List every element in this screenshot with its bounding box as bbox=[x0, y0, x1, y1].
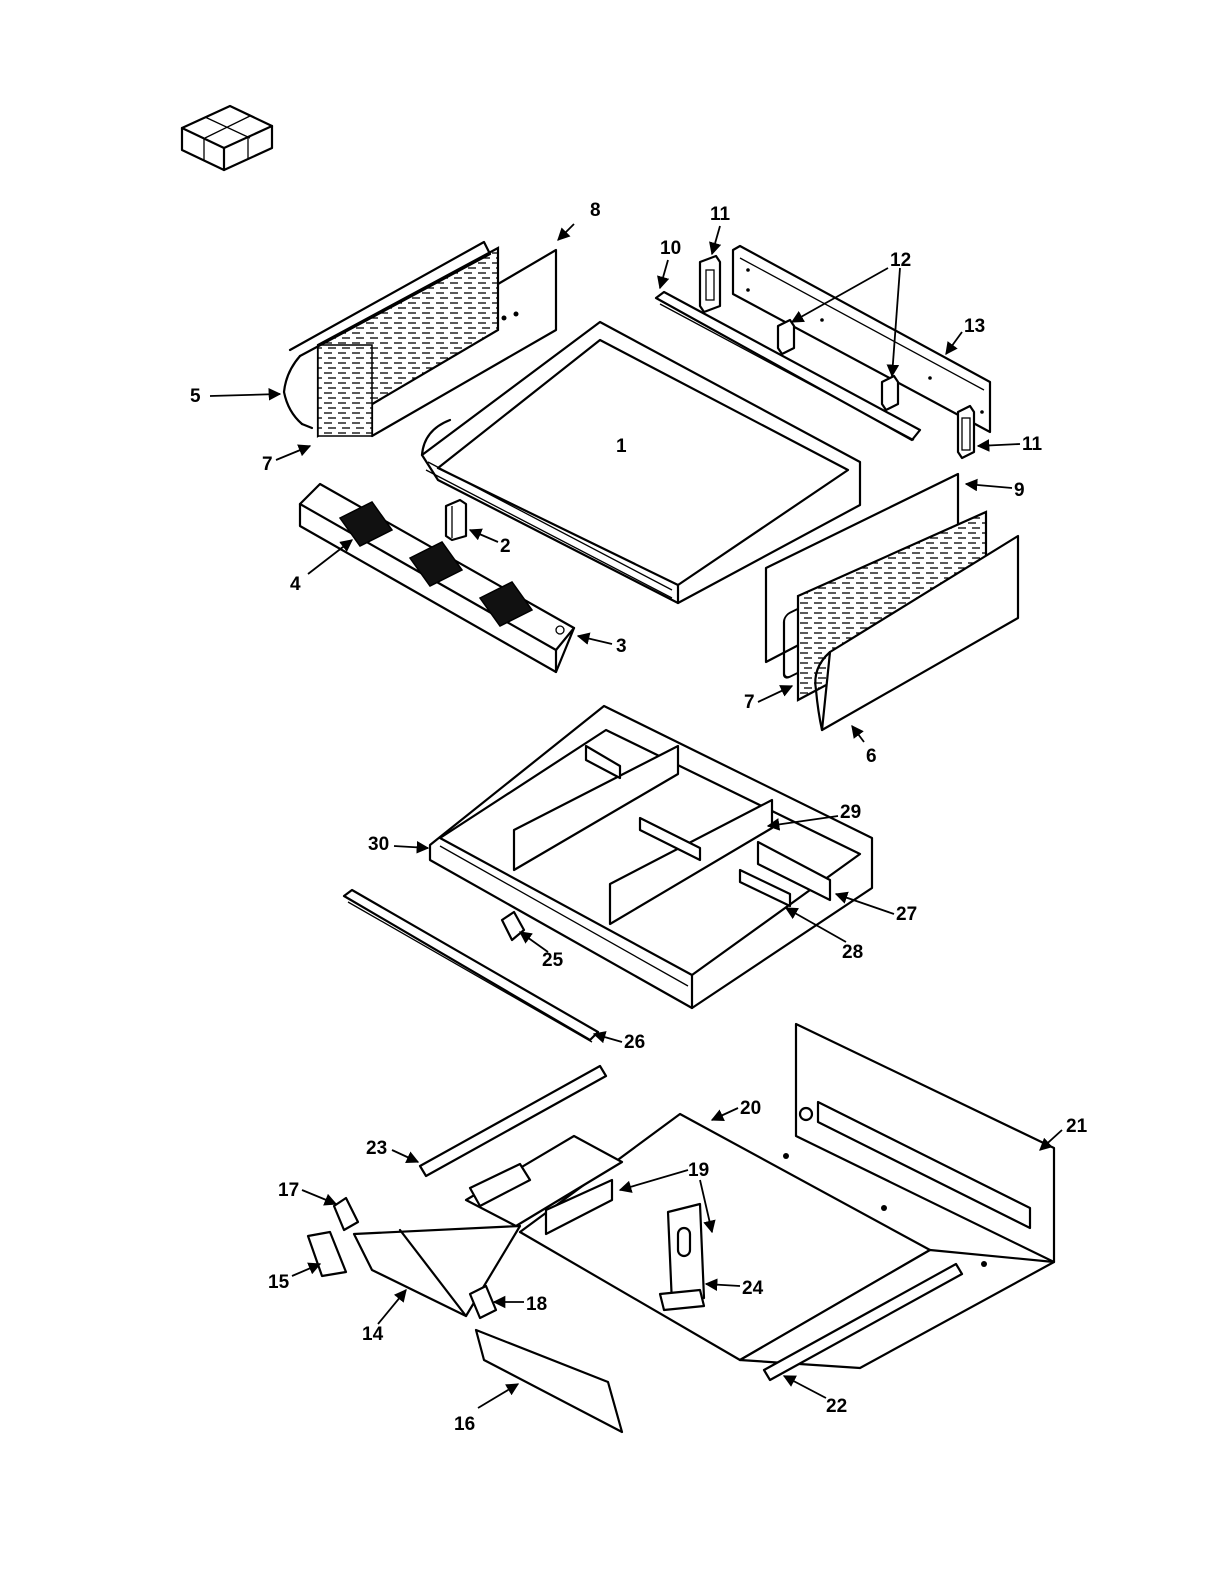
callout-1: 1 bbox=[616, 436, 627, 457]
callout-25: 25 bbox=[542, 950, 564, 971]
part-11-upper-clip bbox=[700, 256, 720, 312]
part-12-clip-left bbox=[778, 320, 794, 354]
callout-12: 12 bbox=[890, 250, 911, 271]
part-16-skirt bbox=[476, 1330, 622, 1432]
callout-10: 10 bbox=[660, 238, 681, 259]
callout-23: 23 bbox=[366, 1138, 387, 1159]
callout-19: 19 bbox=[688, 1160, 709, 1181]
callout-7-left: 7 bbox=[262, 454, 273, 475]
callout-18: 18 bbox=[526, 1294, 547, 1315]
callout-6: 6 bbox=[866, 746, 877, 767]
callout-22: 22 bbox=[826, 1396, 847, 1417]
callout-4: 4 bbox=[290, 574, 301, 595]
part-12-clip-right bbox=[882, 376, 898, 410]
callout-3: 3 bbox=[616, 636, 627, 657]
callout-15: 15 bbox=[268, 1272, 290, 1293]
package-boxes-icon bbox=[182, 106, 272, 170]
part-2-clip bbox=[446, 500, 466, 540]
callout-27: 27 bbox=[896, 904, 917, 925]
callout-9: 9 bbox=[1014, 480, 1025, 501]
callout-17: 17 bbox=[278, 1180, 299, 1201]
part-11-lower-clip bbox=[958, 406, 974, 458]
part-25-clip bbox=[502, 912, 524, 940]
callout-14: 14 bbox=[362, 1324, 384, 1345]
callout-5: 5 bbox=[190, 386, 201, 407]
callout-26: 26 bbox=[624, 1032, 645, 1053]
part-15-panel bbox=[308, 1232, 346, 1276]
callout-16: 16 bbox=[454, 1414, 475, 1435]
callout-7-right: 7 bbox=[744, 692, 755, 713]
part-30-base-pan bbox=[430, 706, 872, 1008]
callout-29: 29 bbox=[840, 802, 861, 823]
callout-24: 24 bbox=[742, 1278, 764, 1299]
callout-11-lower: 11 bbox=[1022, 434, 1043, 455]
callout-11-upper: 11 bbox=[710, 204, 731, 225]
callout-13: 13 bbox=[964, 316, 985, 337]
callout-20: 20 bbox=[740, 1098, 761, 1119]
callout-21: 21 bbox=[1066, 1116, 1088, 1137]
callout-28: 28 bbox=[842, 942, 863, 963]
callout-2: 2 bbox=[500, 536, 511, 557]
part-17-clip bbox=[334, 1198, 358, 1230]
callout-30: 30 bbox=[368, 834, 389, 855]
callout-8: 8 bbox=[590, 200, 601, 221]
